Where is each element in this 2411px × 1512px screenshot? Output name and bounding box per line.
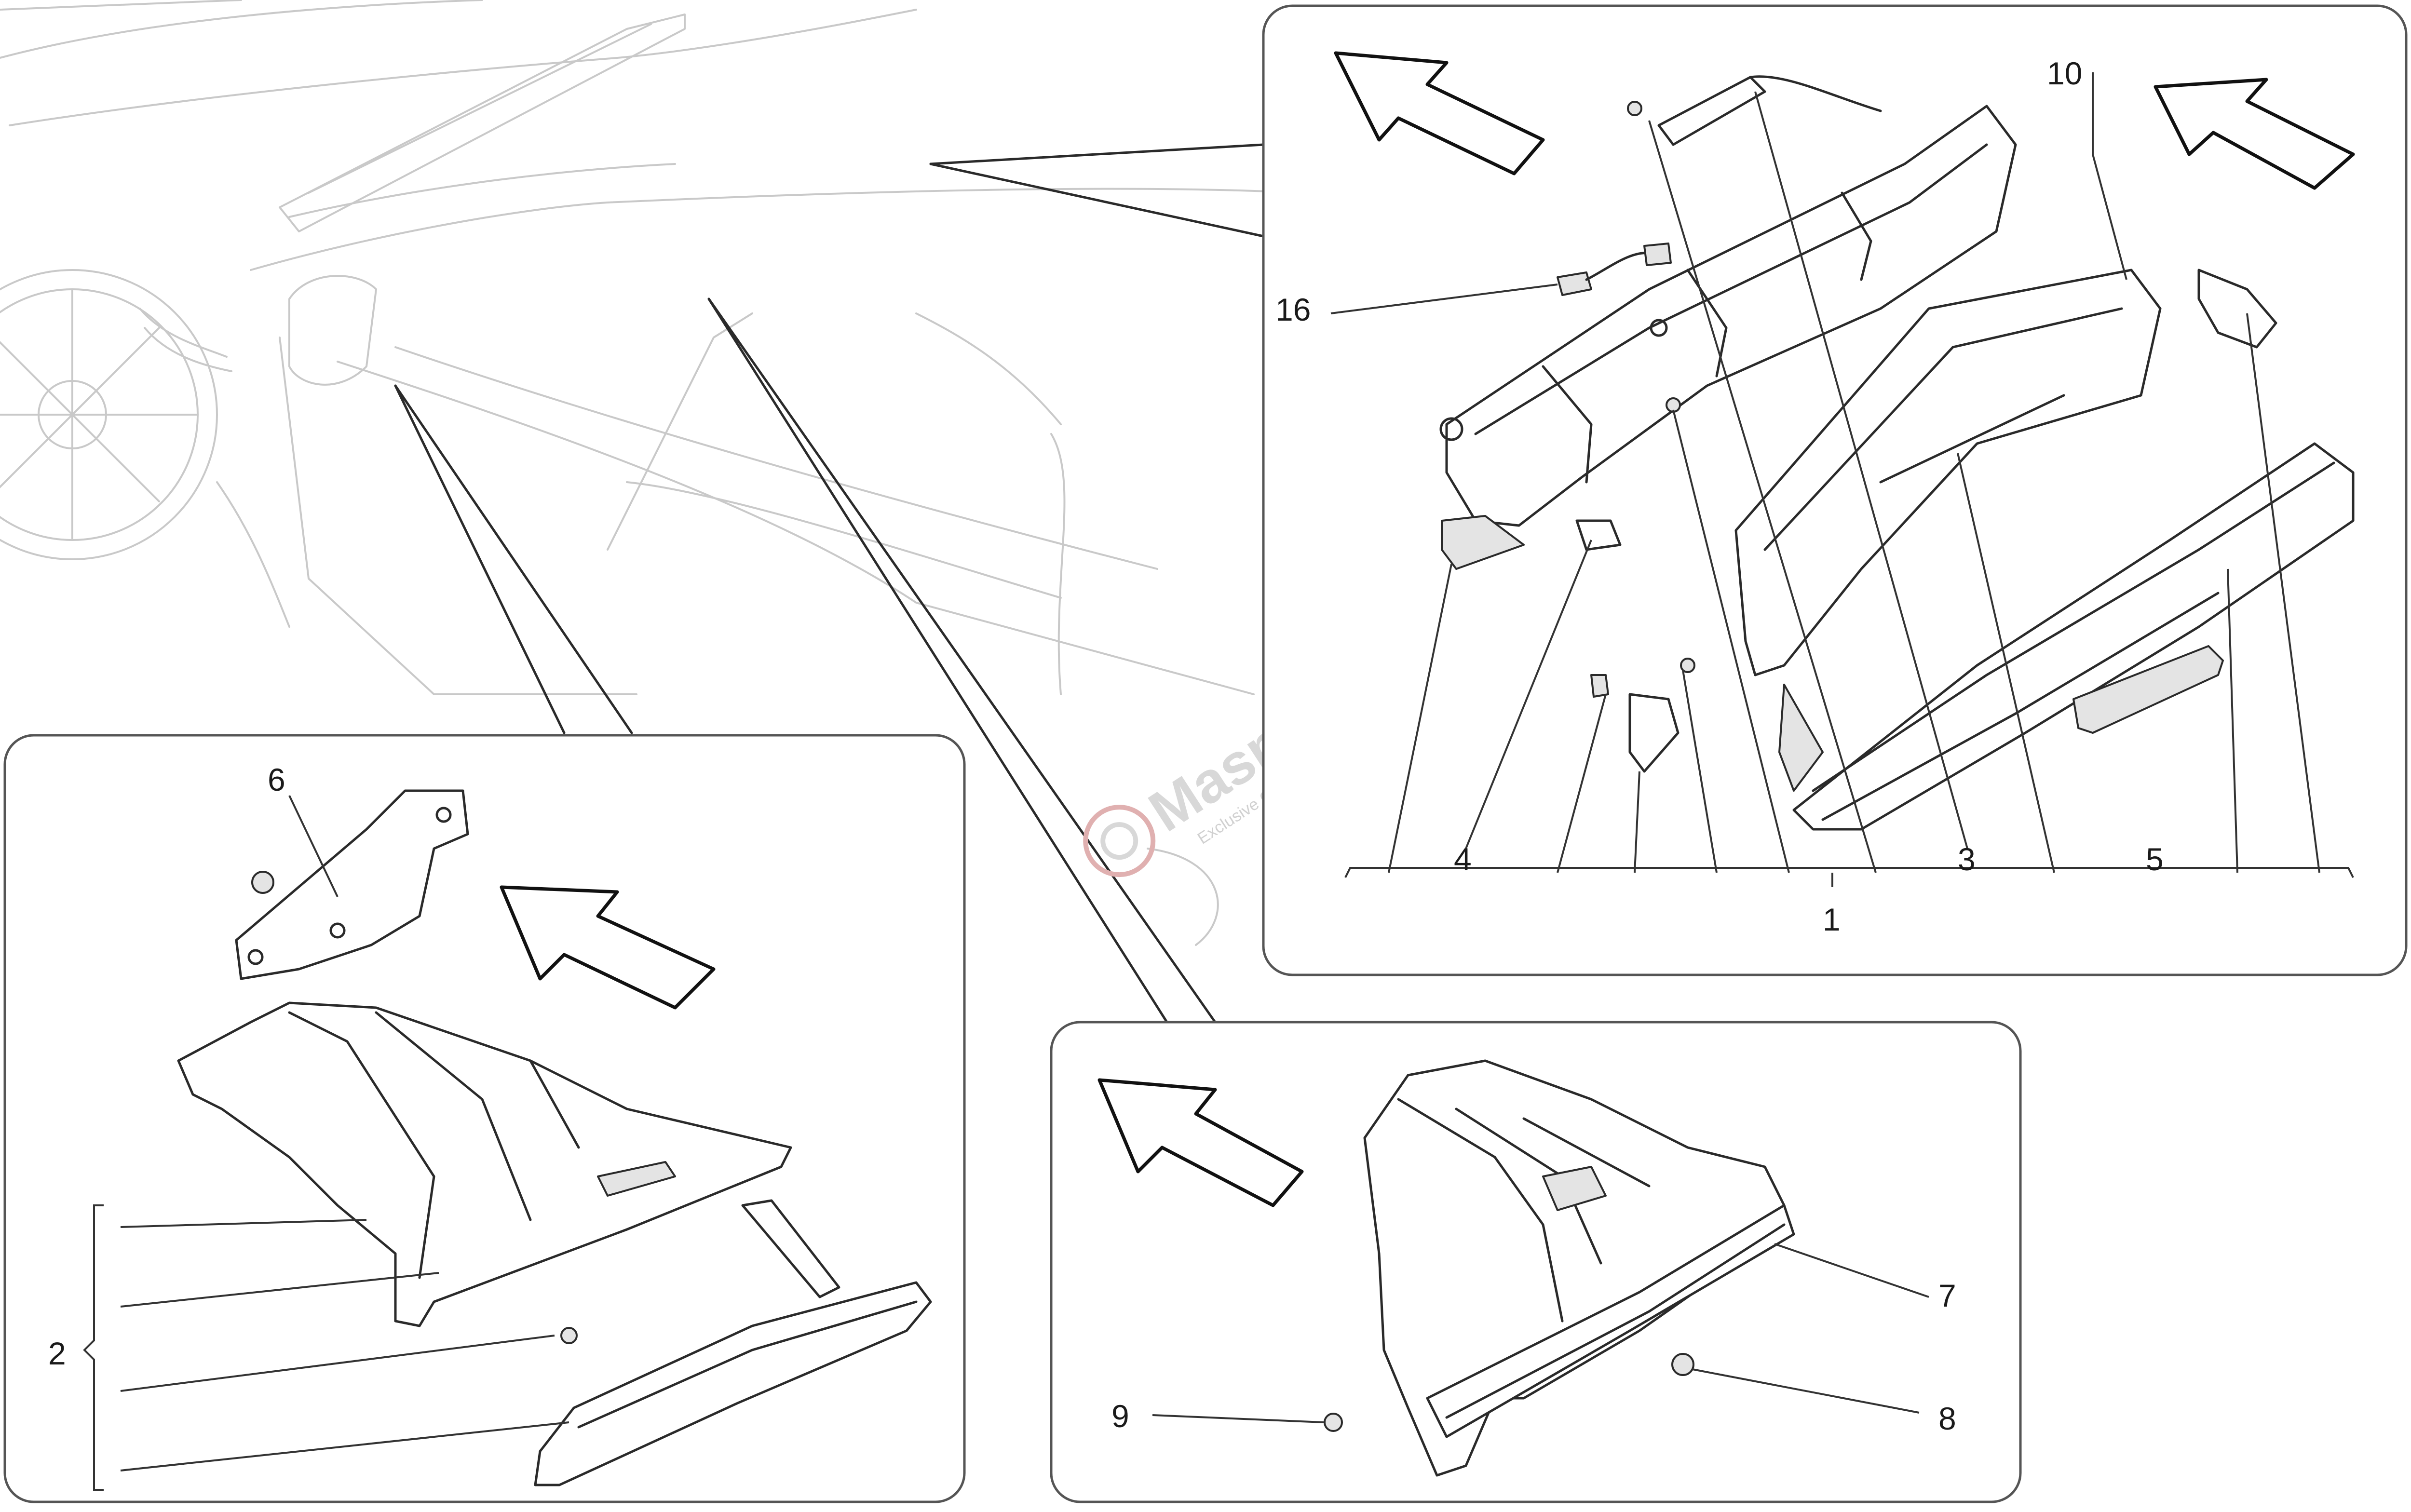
glovebox-latch-part	[2072, 645, 2224, 734]
screw-icon	[1324, 1413, 1343, 1432]
detail-leader-cones	[394, 143, 1265, 1024]
detail-panel-bottom-right: 7 8 9	[1050, 1021, 2022, 1503]
hinge-bracket-part	[1628, 693, 1680, 773]
mounting-bracket-part	[235, 789, 469, 980]
screw-icon	[1627, 101, 1642, 116]
callout-2: 2	[48, 1336, 66, 1371]
courtesy-lamp-part	[1657, 75, 1882, 146]
switch-part	[1575, 519, 1622, 551]
bracket-part	[2197, 269, 2277, 349]
callout-9: 9	[1111, 1398, 1129, 1434]
wiring-harness-part	[1557, 243, 1672, 296]
glovebox-lid-part	[1734, 269, 2162, 676]
callout-10: 10	[2047, 55, 2082, 91]
detail-panel-top-right: 16 10 4 3 5 1	[1262, 4, 2408, 976]
glovebox-housing-part	[1439, 105, 2017, 570]
callout-3: 3	[1958, 841, 1976, 877]
clip-part	[1590, 674, 1609, 698]
callout-6: 6	[268, 762, 285, 797]
detail-panel-left: 6 2	[3, 734, 966, 1503]
nut-icon	[251, 871, 274, 894]
callout-leader-lines	[1330, 72, 2354, 887]
screw-icon	[1680, 658, 1695, 673]
glovebox-door-part	[534, 1199, 932, 1486]
screw-icon	[560, 1327, 578, 1344]
direction-arrow-icon	[1097, 1078, 1304, 1207]
callout-8: 8	[1938, 1401, 1956, 1436]
screw-icon	[1671, 1353, 1694, 1376]
glovebox-assembly-part	[1363, 1059, 1795, 1477]
callout-1: 1	[1823, 902, 1841, 937]
car-outline-background	[0, 0, 1303, 946]
direction-arrow-icon	[1334, 51, 1545, 176]
screw-icon	[1666, 397, 1681, 413]
callout-7: 7	[1938, 1278, 1956, 1313]
callout-16: 16	[1275, 292, 1311, 327]
direction-arrow-icon	[2154, 78, 2355, 190]
glovebox-bin-part	[177, 1001, 792, 1327]
group-bracket	[83, 795, 569, 1491]
callout-5: 5	[2146, 841, 2164, 877]
direction-arrow-icon	[500, 885, 716, 1010]
glovebox-door-part	[1778, 442, 2355, 831]
callout-4: 4	[1454, 841, 1472, 877]
